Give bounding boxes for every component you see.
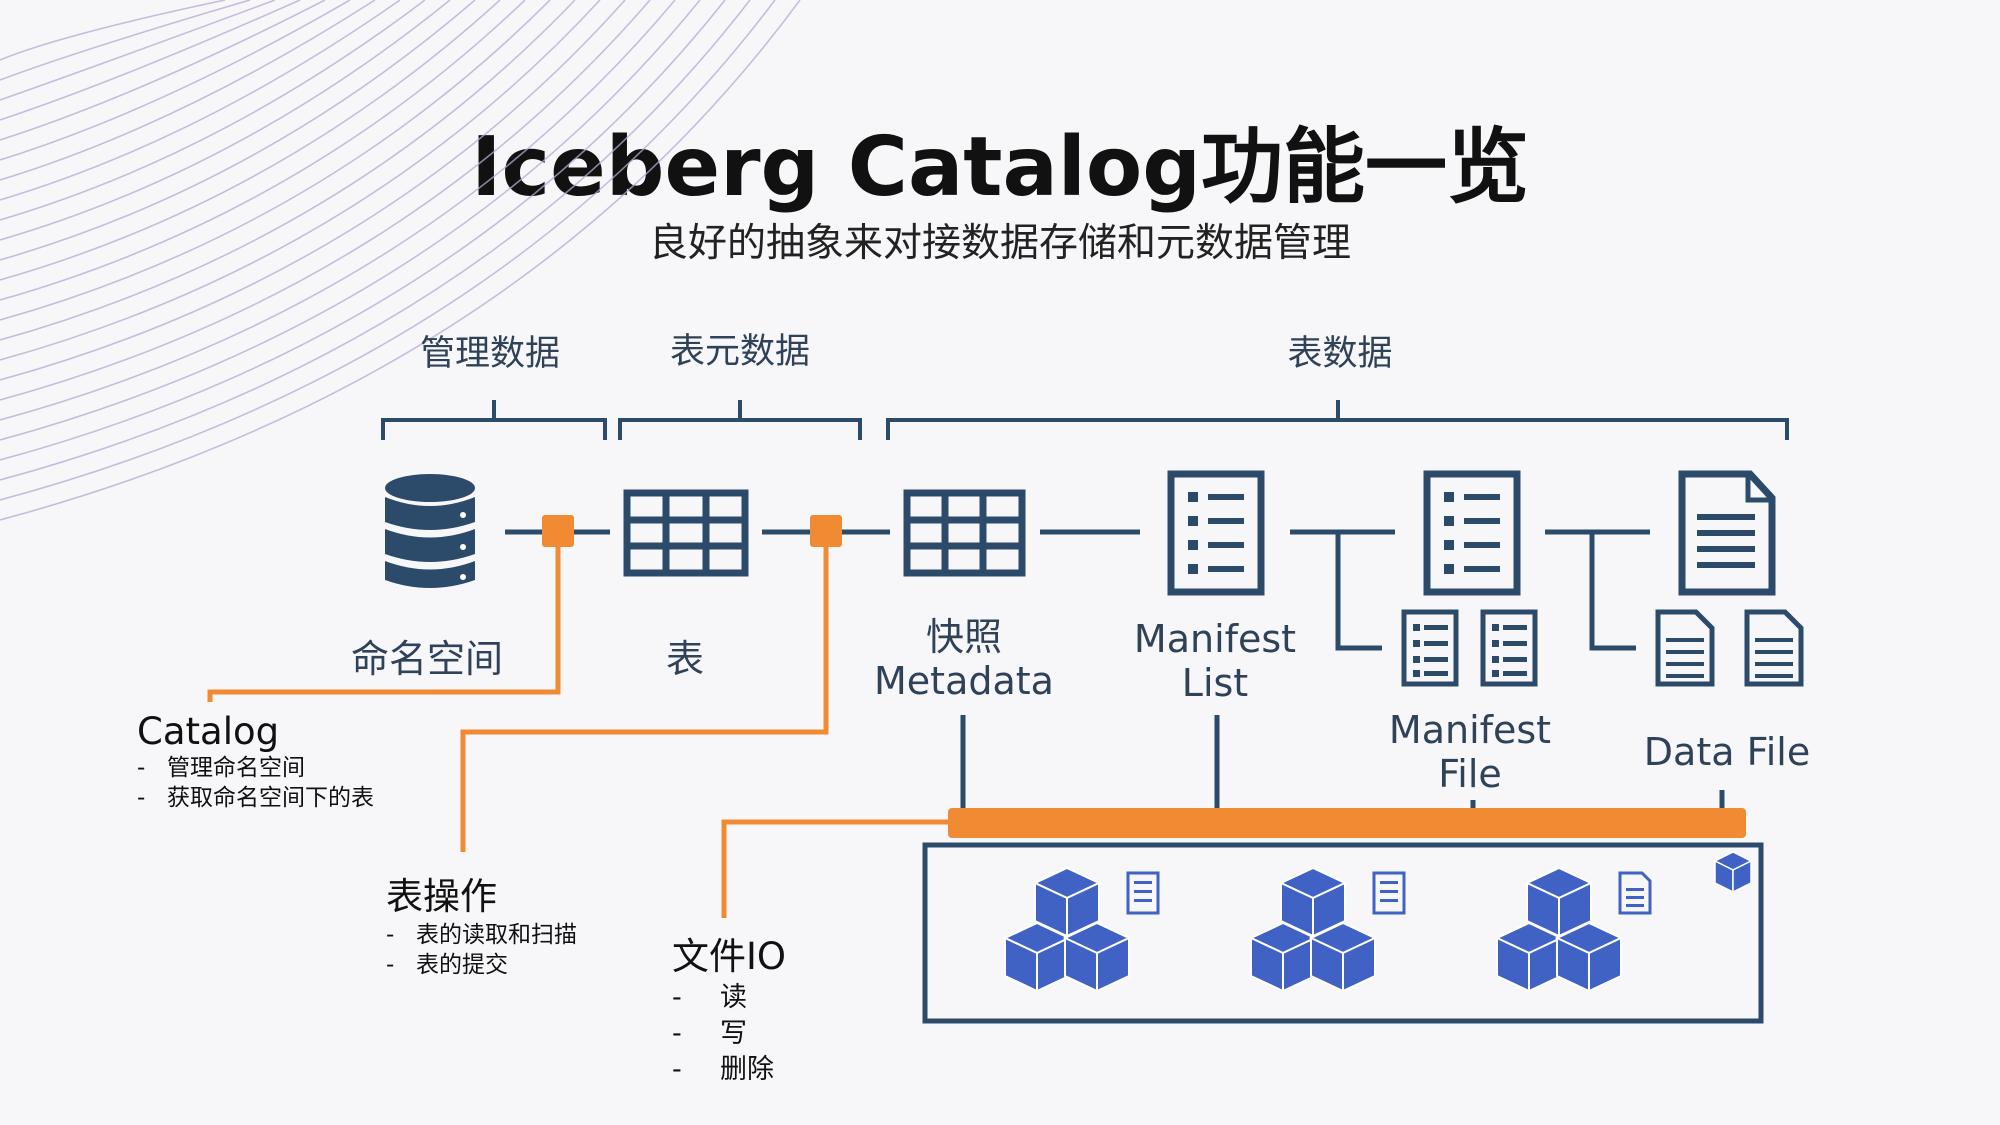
page-title: Iceberg Catalog功能一览 (471, 120, 1529, 215)
list-document-icon (1480, 609, 1538, 687)
document-icon (1678, 470, 1776, 596)
orange-connectors (207, 532, 958, 918)
document-icon (1744, 609, 1804, 687)
node-table-label: 表 (665, 637, 704, 681)
node-manifest-list-label: Manifest List (1115, 617, 1315, 705)
storage-cubes-icon (1494, 866, 1624, 993)
group-label-management: 管理数据 (419, 334, 560, 374)
group-braces (381, 400, 1789, 440)
file-io-bar (948, 808, 1746, 838)
catalog-heading: Catalog (137, 710, 280, 753)
catalog-item: -获取命名空间下的表 (137, 785, 374, 811)
file-io-item: -写 (672, 1018, 747, 1049)
node-manifest-file-line1: Manifest (1388, 708, 1552, 752)
node-data-file-label: Data File (1643, 730, 1811, 774)
table-ops-heading: 表操作 (386, 875, 497, 918)
storage-cube-small-icon (1713, 851, 1753, 894)
list-document-icon (1423, 470, 1521, 596)
group-label-table-data: 表数据 (1287, 334, 1393, 374)
table-grid-icon (623, 489, 749, 577)
node-snapshot-line2: Metadata (874, 659, 1054, 703)
catalog-block: Catalog -管理命名空间 -获取命名空间下的表 (137, 710, 437, 813)
group-label-table-meta: 表元数据 (669, 332, 810, 372)
file-io-item: -读 (672, 982, 747, 1013)
catalog-connector-node (542, 515, 574, 547)
file-io-heading: 文件IO (672, 935, 787, 978)
node-manifest-file-label: Manifest File (1370, 708, 1570, 796)
node-manifest-list-line2: List (1181, 661, 1249, 705)
storage-cubes-icon (1002, 866, 1132, 993)
node-manifest-file-line2: File (1438, 752, 1502, 796)
table-ops-item: -表的提交 (386, 952, 508, 978)
table-ops-connector-node (810, 515, 842, 547)
list-document-icon (1167, 470, 1265, 596)
table-grid-icon (903, 489, 1026, 577)
list-document-icon (1126, 871, 1160, 915)
file-io-block: 文件IO -读 -写 -删除 (672, 926, 922, 1088)
node-snapshot-line1: 快照 (925, 615, 1002, 659)
document-icon (1655, 609, 1715, 687)
database-icon (385, 474, 475, 588)
page-subtitle: 良好的抽象来对接数据存储和元数据管理 (648, 221, 1351, 266)
background-arcs (0, 0, 801, 521)
node-namespace-label: 命名空间 (350, 637, 503, 681)
table-ops-block: 表操作 -表的读取和扫描 -表的提交 (386, 866, 686, 980)
node-manifest-list-line1: Manifest (1133, 617, 1297, 661)
file-io-item: -删除 (672, 1054, 774, 1085)
catalog-item: -管理命名空间 (137, 755, 305, 781)
storage-cubes-icon (1248, 866, 1378, 993)
list-document-icon (1372, 871, 1406, 915)
document-icon (1618, 871, 1652, 915)
list-document-icon (1401, 609, 1459, 687)
table-ops-item: -表的读取和扫描 (386, 922, 577, 948)
node-snapshot-label: 快照 Metadata (864, 615, 1064, 703)
storage-box (922, 842, 1764, 1024)
